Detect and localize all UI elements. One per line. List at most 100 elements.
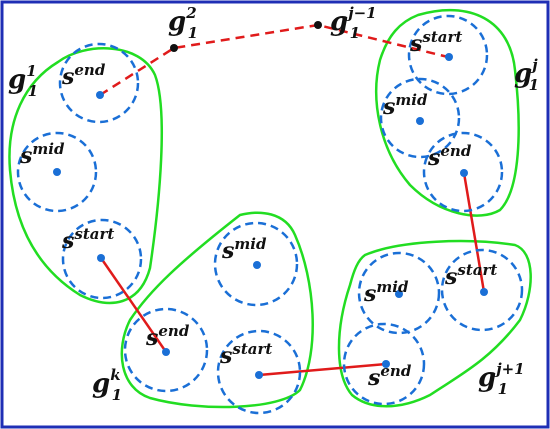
node-label-d-start: sstart — [444, 261, 497, 290]
group-label-g1-1-sup: 1 — [26, 62, 36, 80]
node-label-b-mid-sup: mid — [234, 235, 267, 253]
node-circles — [16, 14, 524, 415]
node-circle-d-mid — [357, 251, 441, 335]
node-circle-b-start — [216, 329, 302, 415]
group-label-g1-j1-sup: j+1 — [493, 360, 524, 378]
node-center-c-start — [445, 53, 453, 61]
node-label-a-mid: smid — [19, 140, 65, 169]
group-label-g1-j1-base: g — [478, 363, 496, 393]
waypoint-label-g1-2-sub: 1 — [188, 24, 198, 42]
node-label-c-end: send — [427, 142, 472, 171]
node-label-c-end-base: s — [427, 145, 440, 171]
node-circle-a-mid — [16, 131, 98, 213]
node-center-a-end — [96, 91, 104, 99]
solid-links — [99, 172, 486, 377]
waypoint-label-g1-jm1-sup: j−1 — [345, 4, 376, 22]
node-label-a-end-base: s — [61, 64, 74, 90]
node-center-b-mid — [253, 261, 261, 269]
dashed-path — [99, 23, 449, 97]
node-label-c-start-sup: start — [422, 28, 462, 46]
node-center-d-end — [382, 360, 390, 368]
group-label-g1-k: gk 1 — [92, 366, 122, 404]
link-a-start-to-b-end — [99, 257, 168, 353]
group-label-g1-1-base: g — [8, 65, 26, 95]
node-label-a-end: send — [61, 61, 106, 90]
node-circle-a-start — [61, 218, 143, 300]
waypoint-label-g1-jm1: gj−1 1 — [330, 4, 377, 42]
node-center-b-start — [255, 371, 263, 379]
node-circle-d-start — [440, 248, 524, 332]
node-label-c-start: sstart — [409, 28, 462, 57]
waypoint-g1-2 — [170, 44, 178, 52]
node-label-b-end: send — [145, 322, 190, 351]
node-label-b-start-base: s — [219, 343, 232, 369]
node-center-c-end — [460, 169, 468, 177]
group-label-g1-j1-sub: 1 — [498, 380, 508, 398]
node-label-d-end-sup: end — [380, 362, 411, 380]
node-label-d-end: send — [367, 362, 412, 391]
node-label-a-mid-base: s — [19, 143, 32, 169]
group-label-g1-j-sub: 1 — [529, 76, 539, 94]
group-label-g1-k-sup: k — [110, 366, 120, 384]
waypoint-label-g1-jm1-base: g — [330, 7, 348, 37]
node-circle-c-start — [407, 14, 489, 96]
node-label-d-start-sup: start — [457, 261, 497, 279]
node-center-a-start — [97, 254, 105, 262]
node-label-b-end-sup: end — [158, 322, 189, 340]
node-circle-c-mid — [379, 77, 461, 159]
node-labels: send smid sstart sstart smid send smid s… — [19, 28, 497, 391]
node-circle-b-mid — [213, 221, 299, 307]
node-label-c-mid-sup: mid — [395, 91, 428, 109]
node-label-a-start-sup: start — [74, 225, 114, 243]
node-label-c-mid: smid — [382, 91, 428, 120]
node-center-c-mid — [416, 117, 424, 125]
node-label-d-mid-base: s — [363, 281, 376, 307]
group-label-g1-j-sup: j — [529, 56, 538, 74]
group-label-g1-1-sub: 1 — [28, 82, 38, 100]
waypoint-label-g1-jm1-sub: 1 — [350, 24, 360, 42]
node-label-d-mid-sup: mid — [376, 278, 409, 296]
node-label-a-end-sup: end — [74, 61, 105, 79]
waypoint-g1-jm1 — [314, 21, 322, 29]
link-b-start-to-d-end — [258, 362, 387, 377]
waypoint-label-g1-2: g2 1 — [168, 4, 198, 42]
node-label-a-start-base: s — [61, 228, 74, 254]
node-label-c-end-sup: end — [440, 142, 471, 160]
node-center-d-start — [480, 288, 488, 296]
group-outline-g1-j1 — [337, 239, 532, 408]
group-label-g1-k-base: g — [92, 369, 110, 399]
node-circle-c-end — [422, 131, 504, 213]
node-center-a-mid — [53, 168, 61, 176]
waypoint-label-g1-2-sup: 2 — [185, 4, 196, 22]
node-label-d-start-base: s — [444, 264, 457, 290]
group-label-g1-1: g1 1 — [8, 62, 38, 100]
node-label-c-mid-base: s — [382, 94, 395, 120]
group-outline-g1-j — [375, 8, 520, 217]
waypoints — [170, 21, 322, 52]
node-label-d-end-base: s — [367, 365, 380, 391]
node-centers — [53, 53, 488, 379]
node-label-a-start: sstart — [61, 225, 114, 254]
waypoint-label-g1-2-base: g — [168, 7, 186, 37]
node-label-c-start-base: s — [409, 31, 422, 57]
group-label-g1-j1: gj+1 1 — [478, 360, 525, 398]
node-label-b-mid: smid — [221, 235, 267, 264]
node-circle-a-end — [58, 42, 140, 124]
link-c-end-to-d-start — [462, 172, 486, 293]
node-circle-b-end — [123, 307, 209, 393]
node-label-d-mid: smid — [363, 278, 409, 307]
node-circle-d-end — [342, 322, 426, 406]
node-label-a-mid-sup: mid — [32, 140, 65, 158]
node-label-b-start: sstart — [219, 340, 272, 369]
node-label-b-end-base: s — [145, 325, 158, 351]
node-label-b-start-sup: start — [232, 340, 272, 358]
group-label-g1-k-sub: 1 — [112, 386, 122, 404]
node-center-b-end — [162, 348, 170, 356]
node-label-b-mid-base: s — [221, 238, 234, 264]
